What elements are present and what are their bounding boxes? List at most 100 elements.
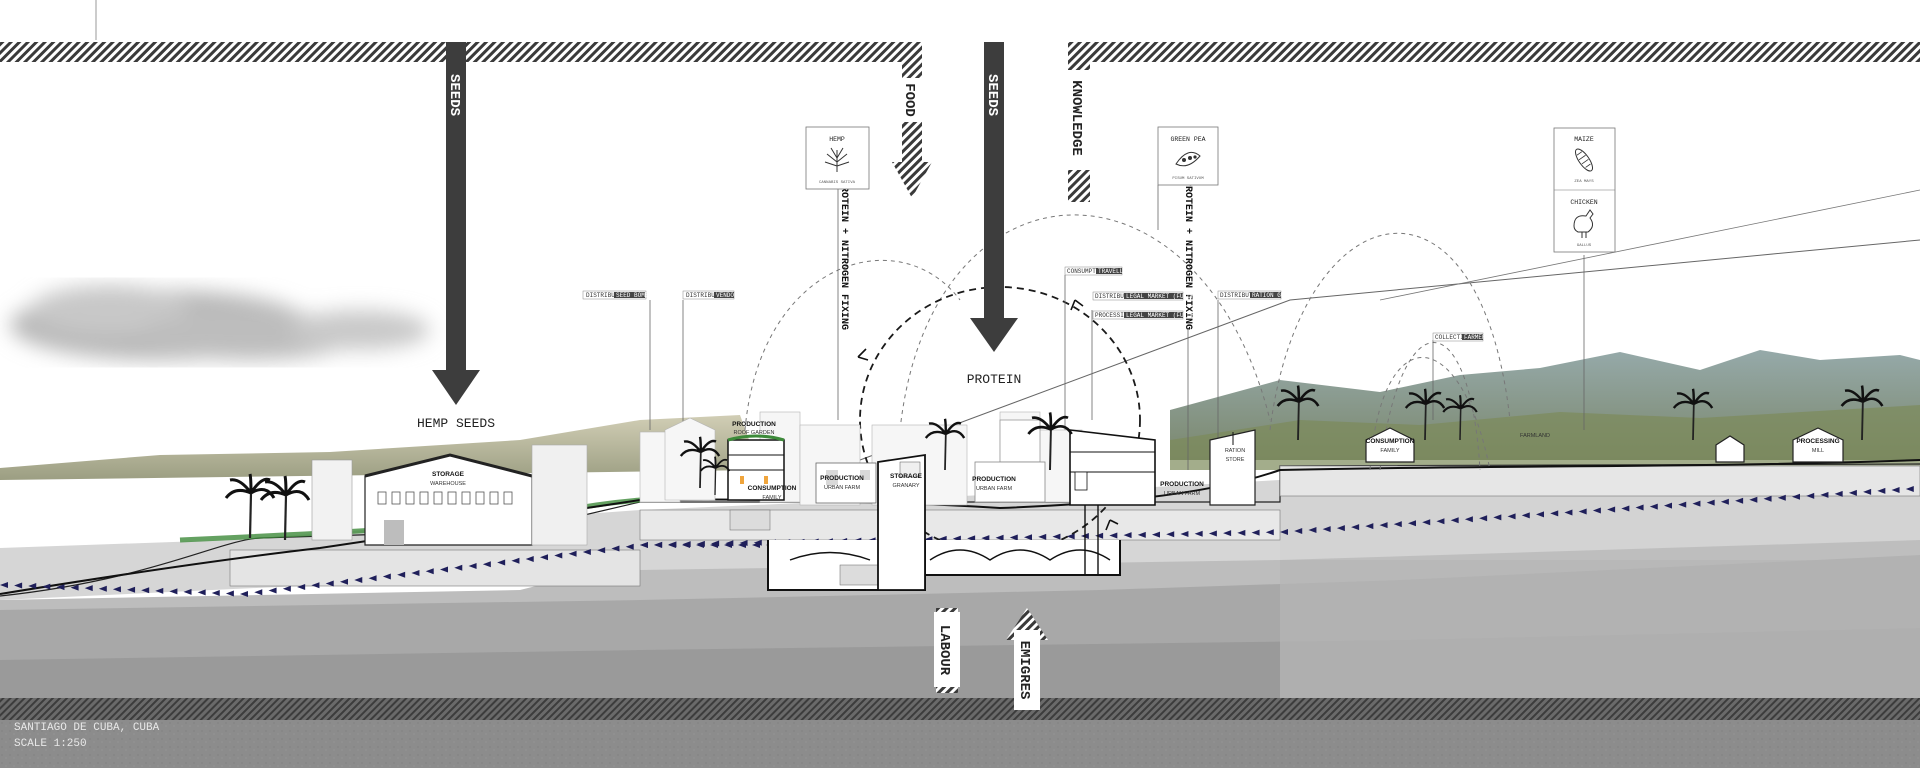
tag-vendor: DISTRIBUTION VENDOR (682, 290, 738, 300)
flow-marker (739, 539, 748, 546)
flow-marker (368, 575, 377, 582)
flow-marker (1336, 525, 1345, 532)
flow-marker (1749, 496, 1758, 503)
flow-marker (382, 573, 391, 580)
flow-marker (568, 550, 577, 557)
urban-farm-1-building (815, 462, 877, 504)
flow-marker (183, 588, 192, 595)
flow-marker (625, 543, 634, 550)
flow-marker (753, 539, 762, 546)
storage-warehouse-building (311, 444, 588, 546)
labour-label: LABOUR (936, 625, 952, 676)
protein-nitrogen-label-2: PROTEIN + NITROGEN FIXING (1182, 180, 1193, 330)
svg-text:DISTRIBUTION: DISTRIBUTION (586, 292, 630, 299)
shed-building (1715, 435, 1745, 463)
flow-marker (28, 583, 37, 590)
flow-marker (1450, 517, 1459, 524)
flow-marker (995, 534, 1004, 541)
flow-marker (1379, 522, 1388, 529)
svg-text:VENDOR: VENDOR (716, 292, 738, 299)
flow-marker (1123, 532, 1132, 539)
flow-marker (582, 549, 591, 555)
flow-marker (1408, 520, 1416, 527)
hemp-seeds-label: HEMP SEEDS (417, 416, 495, 431)
palm-tree (1672, 388, 1714, 441)
flow-marker (1464, 516, 1473, 523)
flow-marker (1621, 505, 1630, 512)
flow-marker (1592, 507, 1601, 514)
ration-store-title: RATION (1225, 448, 1245, 454)
svg-text:CANNABIS SATIVA: CANNABIS SATIVA (819, 181, 856, 185)
flow-marker (1578, 508, 1587, 515)
consumption-b-title: CONSUMPTION (1366, 438, 1415, 445)
warehouse-title: STORAGE (432, 471, 465, 478)
flow-marker (1877, 487, 1886, 494)
palm-tree (1840, 385, 1884, 441)
flow-marker (1166, 531, 1175, 538)
bedrock (0, 720, 1920, 768)
food-label: FOOD (901, 83, 917, 117)
flow-marker (1109, 532, 1118, 539)
svg-text:DISTRIBUTION: DISTRIBUTION (686, 292, 730, 299)
svg-text:COLLECTION: COLLECTION (1435, 334, 1471, 341)
flow-marker (1351, 524, 1360, 531)
flow-marker (42, 583, 51, 590)
flow-marker (711, 540, 720, 547)
chicken-icon (1573, 209, 1594, 238)
flow-marker (254, 589, 263, 596)
flow-marker (1678, 501, 1687, 508)
svg-text:HEMP: HEMP (829, 136, 845, 143)
svg-text:PISUM SATIVUM: PISUM SATIVUM (1172, 177, 1204, 181)
flow-marker (1052, 533, 1061, 540)
svg-text:CONSUMPTION: CONSUMPTION (1067, 268, 1107, 275)
flow-marker (1251, 529, 1260, 536)
flow-marker (1848, 489, 1857, 496)
flow-marker (1479, 515, 1488, 522)
svg-text:MAIZE: MAIZE (1574, 136, 1594, 143)
seeds-arrow-left (432, 42, 480, 405)
svg-text:LEGAL MARKET (FUTURE): LEGAL MARKET (FUTURE) (1126, 293, 1202, 300)
processing-mill-building (1792, 427, 1844, 463)
flow-marker (1322, 526, 1331, 533)
green-pea-card: GREEN PEA PISUM SATIVUM (1157, 126, 1219, 186)
flow-marker (1706, 499, 1715, 506)
flow-marker (1493, 514, 1502, 521)
flow-marker (1806, 492, 1815, 499)
location-label: SANTIAGO DE CUBA, CUBA (14, 722, 160, 734)
tag-farmer: COLLECTION FARMER (1432, 332, 1486, 342)
pea-pod-icon (1175, 151, 1201, 167)
flow-marker (127, 586, 136, 593)
granary-sub: GRANARY (892, 483, 919, 489)
flow-marker (1137, 531, 1146, 538)
mill-title: PROCESSING (1796, 438, 1839, 445)
flow-marker (425, 568, 434, 575)
leader-lines (649, 185, 1585, 470)
seeds-left-label: SEEDS (446, 74, 462, 116)
consumption-a-sub: FAMILY (762, 495, 781, 501)
flow-marker (1863, 488, 1872, 495)
flow-arcs (744, 214, 1511, 471)
flow-marker (640, 542, 648, 548)
labour-label-bg (934, 612, 960, 687)
granary-title: STORAGE (890, 473, 923, 480)
flow-marker (141, 587, 150, 594)
flow-marker (1180, 531, 1189, 538)
urban-farm-2-sub: URBAN FARM (976, 486, 1012, 492)
tag-legal-market-processing: PROCESSING LEGAL MARKET (FUTURE) (1092, 310, 1202, 320)
seeds-center-label: SEEDS (984, 74, 1000, 116)
urban-farm-2-title: PRODUCTION (972, 476, 1016, 483)
flow-marker (397, 571, 406, 578)
flow-marker (411, 570, 420, 576)
protein-label: PROTEIN (967, 372, 1022, 387)
palm-tree (1027, 412, 1073, 471)
flow-marker (282, 585, 291, 592)
flow-marker (1393, 521, 1402, 528)
flow-marker (482, 561, 491, 568)
flow-marker (325, 580, 334, 587)
flow-marker (1536, 511, 1544, 518)
hemp-card: HEMP CANNABIS SATIVA (805, 126, 870, 190)
svg-text:GREEN PEA: GREEN PEA (1170, 136, 1205, 143)
flow-marker (1152, 531, 1160, 538)
flow-marker (14, 582, 23, 589)
flow-marker (525, 556, 534, 562)
